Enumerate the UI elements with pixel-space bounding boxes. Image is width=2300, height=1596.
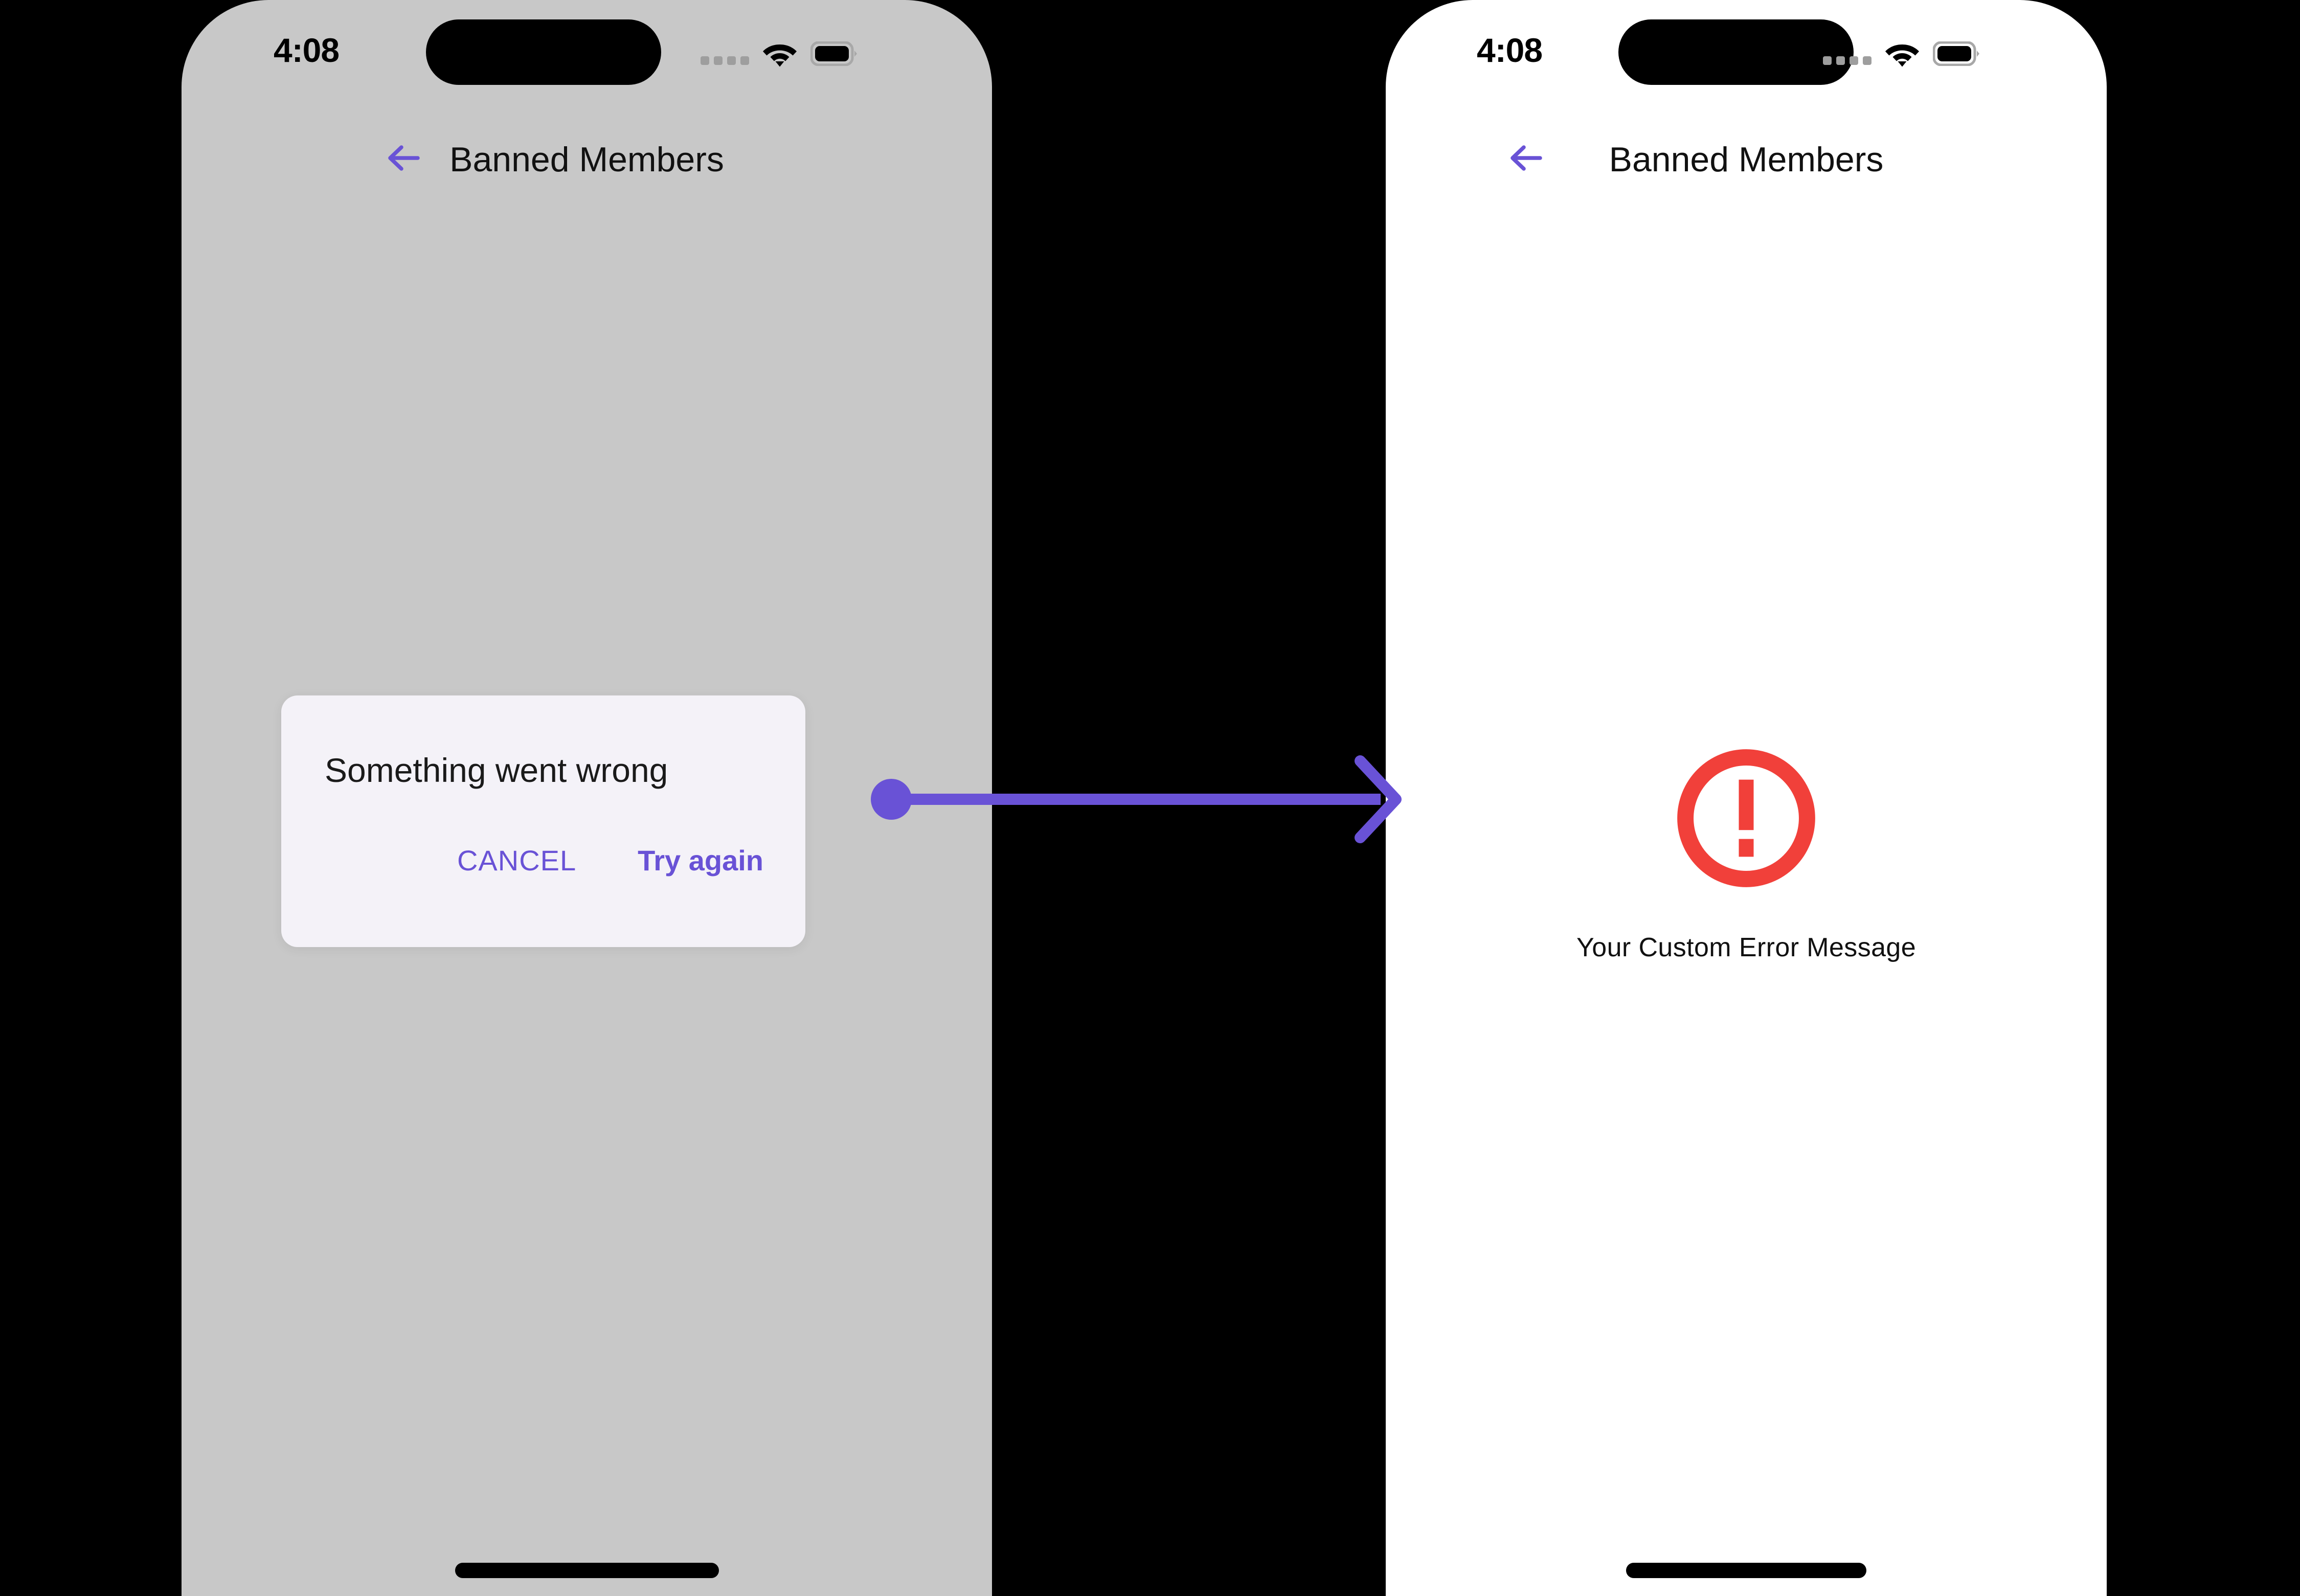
dialog-title: Something went wrong	[325, 751, 668, 789]
status-bar-right: 4:08	[1386, 0, 2107, 107]
cancel-button[interactable]: CANCEL	[457, 844, 577, 876]
status-icons-group	[701, 36, 858, 72]
error-state-container: Your Custom Error Message	[1386, 744, 2107, 963]
home-indicator[interactable]	[455, 1563, 719, 1578]
phone-mockup-left: 4:08 Banned Members Something went	[182, 0, 992, 1596]
battery-icon	[1933, 41, 1979, 66]
wifi-icon	[763, 44, 797, 67]
arrow-left-icon[interactable]	[1503, 136, 1547, 180]
try-again-button[interactable]: Try again	[638, 844, 763, 876]
status-time: 4:08	[274, 31, 340, 69]
battery-icon	[810, 41, 857, 66]
phone-mockup-right: 4:08 Banned Members	[1386, 0, 2107, 1596]
nav-bar-right: Banned Members	[1386, 133, 2107, 189]
page-title: Banned Members	[1609, 140, 1884, 179]
nav-bar-left: Banned Members	[182, 133, 992, 189]
cellular-signal-dots-icon	[701, 43, 749, 65]
dynamic-island	[1618, 19, 1854, 85]
status-icons-group	[1823, 36, 1980, 72]
dialog-actions: CANCEL Try again	[457, 844, 763, 877]
arrow-left-icon[interactable]	[381, 136, 425, 180]
status-time: 4:08	[1477, 31, 1543, 69]
wifi-icon	[1885, 44, 1919, 67]
error-circle-exclamation-icon	[1677, 749, 1815, 887]
error-dialog: Something went wrong CANCEL Try again	[281, 695, 805, 947]
page-title: Banned Members	[449, 140, 724, 179]
status-bar-left: 4:08	[182, 0, 992, 107]
home-indicator[interactable]	[1626, 1563, 1866, 1578]
dynamic-island	[426, 19, 661, 85]
cellular-signal-dots-icon	[1823, 43, 1871, 65]
error-message: Your Custom Error Message	[1576, 933, 1916, 962]
